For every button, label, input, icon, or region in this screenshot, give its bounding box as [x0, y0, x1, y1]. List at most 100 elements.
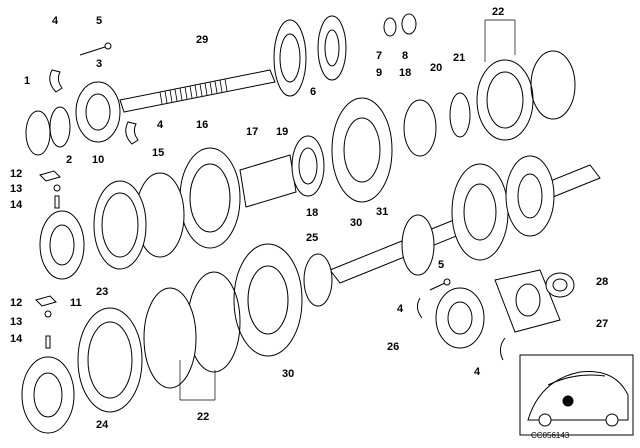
callout-28: 28: [596, 276, 609, 288]
retainer-4-lowest: [499, 337, 506, 361]
callout-18-top: 18: [399, 67, 412, 79]
ball-13-bot: [44, 310, 52, 318]
gear-30-mid: [451, 163, 509, 261]
ring-22-top: [530, 50, 576, 120]
middle-gear-cluster: [39, 50, 576, 280]
callout-11: 11: [70, 297, 82, 309]
spline-tooth: [184, 86, 188, 100]
spline-tooth: [189, 85, 193, 99]
bearing-10: [75, 81, 121, 143]
vehicle-thumbnail: [519, 354, 634, 436]
spline-tooth: [179, 87, 183, 101]
bearing-26: [435, 287, 485, 349]
callout-16: 16: [196, 119, 209, 131]
callout-12-top: 12: [10, 168, 23, 180]
bearing-6: [317, 15, 347, 81]
callout-22-bot: 22: [197, 411, 210, 423]
ring-7: [383, 17, 397, 37]
spline-section: [401, 214, 435, 276]
spline-tooth: [219, 79, 223, 93]
callout-13-top: 13: [10, 183, 23, 195]
callout-5-top: 5: [96, 15, 103, 27]
callout-3: 3: [96, 58, 103, 70]
leader-lines: [179, 19, 516, 401]
bolt-5-top: [79, 46, 106, 56]
image-code-label: CC056143: [531, 431, 570, 440]
gear-30-bot: [233, 243, 303, 357]
spline-tooth: [174, 88, 178, 102]
bolt-5-bot: [429, 282, 446, 291]
bearing-10-group: [25, 42, 139, 156]
upper-shaft-assembly: [119, 13, 417, 113]
callout-24: 24: [96, 419, 109, 431]
spline-tooth: [169, 89, 173, 103]
spline-tooth: [209, 81, 213, 95]
ball-13-top: [53, 184, 61, 192]
spline-tooth: [194, 84, 198, 98]
plate-12-top: [39, 170, 61, 182]
callout-19: 19: [276, 126, 289, 138]
callout-29: 29: [196, 34, 209, 46]
callout-14-top: 14: [10, 199, 23, 211]
gear-16: [179, 147, 241, 249]
callout-7: 7: [376, 50, 383, 62]
callout-4-lowest: 4: [474, 366, 481, 378]
retainer-15: [125, 121, 139, 145]
location-marker: [562, 395, 574, 407]
callout-2: 2: [66, 154, 73, 166]
callout-1: 1: [24, 75, 31, 87]
shaft-17: [239, 154, 297, 208]
rear-bearing-group: [416, 269, 575, 361]
spline-tooth: [164, 90, 168, 104]
plate-12-bot: [35, 295, 57, 307]
callout-6: 6: [310, 86, 317, 98]
callout-4-bot: 4: [397, 303, 404, 315]
spring-14-bot: [45, 335, 51, 349]
needle-bearing-20: [403, 99, 437, 157]
callout-21: 21: [453, 52, 466, 64]
spline-tooth: [224, 78, 228, 92]
callout-15: 15: [152, 147, 165, 159]
synchro-22-bot: [187, 271, 241, 373]
callout-26: 26: [387, 341, 400, 353]
output-shaft-assembly: [21, 155, 601, 434]
needle-bearing-25: [303, 253, 333, 307]
callout-17: 17: [246, 126, 259, 138]
callout-4-mid: 4: [157, 119, 164, 131]
retainer-4-top: [49, 69, 63, 93]
callout-12-bot: 12: [10, 297, 23, 309]
seal-28: [545, 272, 575, 298]
callout-27: 27: [596, 318, 609, 330]
needle-bearing-19: [291, 135, 325, 197]
retainer-4-bot: [416, 297, 423, 319]
upper-shaft-spline: [159, 78, 228, 105]
callout-30-bot: 30: [282, 368, 295, 380]
callout-18-mid: 18: [306, 207, 319, 219]
callout-5-bot: 5: [438, 259, 445, 271]
spline-tooth: [214, 80, 218, 94]
spline-tooth: [204, 82, 208, 96]
callout-20: 20: [430, 62, 443, 74]
callout-25: 25: [306, 232, 319, 244]
ring-8: [401, 13, 417, 35]
gear-output-b: [505, 155, 555, 237]
callout-4-top: 4: [52, 15, 59, 27]
spline-tooth: [159, 91, 163, 105]
circlip-1: [25, 110, 51, 156]
callout-13-bot: 13: [10, 316, 23, 328]
shim-2: [49, 106, 71, 148]
spring-14-top: [54, 195, 60, 209]
callout-10: 10: [92, 154, 105, 166]
hub-gear-23: [39, 210, 85, 280]
spline-tooth: [199, 83, 203, 97]
ring-22-bot: [143, 287, 197, 389]
bearing-housing-27: [494, 269, 561, 333]
callout-23: 23: [96, 286, 109, 298]
callout-14-bot: 14: [10, 333, 23, 345]
hub-gear-24: [21, 356, 75, 434]
callout-8: 8: [402, 50, 409, 62]
gear-31: [331, 97, 393, 203]
upper-gear-29: [273, 19, 307, 97]
